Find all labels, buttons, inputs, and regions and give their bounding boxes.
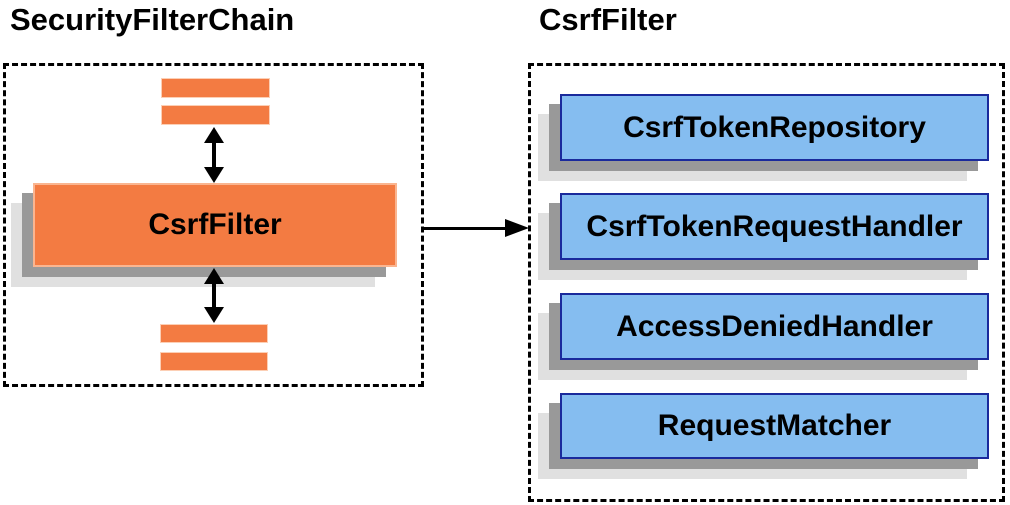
arrowhead-right xyxy=(505,219,529,237)
bidirectional-arrow-top xyxy=(203,127,225,183)
csrf-token-repository-label: CsrfTokenRepository xyxy=(623,110,926,144)
csrf-filter-node: CsrfFilter xyxy=(33,183,397,267)
csrf-token-request-handler-node: CsrfTokenRequestHandler xyxy=(560,193,989,260)
security-filter-chain-title: SecurityFilterChain xyxy=(10,2,295,37)
arrowhead-up xyxy=(204,268,224,284)
csrf-token-repository-node: CsrfTokenRepository xyxy=(560,94,989,161)
bidirectional-arrow-bottom xyxy=(203,268,225,323)
arrowhead-up xyxy=(204,127,224,143)
arrowhead-down xyxy=(204,167,224,183)
filter-placeholder-bar xyxy=(160,352,268,371)
csrf-filter-container xyxy=(528,63,1005,502)
arrowhead-down xyxy=(204,307,224,323)
filter-placeholder-bar xyxy=(160,324,268,343)
csrf-filter-node-label: CsrfFilter xyxy=(148,208,282,241)
request-matcher-label: RequestMatcher xyxy=(657,409,892,442)
arrow-shaft xyxy=(212,138,216,172)
csrf-filter-title: CsrfFilter xyxy=(539,2,677,37)
arrow-shaft xyxy=(212,279,216,312)
csrf-token-request-handler-label: CsrfTokenRequestHandler xyxy=(586,209,963,243)
request-matcher-node: RequestMatcher xyxy=(560,393,989,459)
filter-placeholder-bar xyxy=(161,105,270,125)
arrow-shaft xyxy=(424,227,508,230)
filter-placeholder-bar xyxy=(161,78,270,98)
access-denied-handler-label: AccessDeniedHandler xyxy=(616,309,933,343)
security-filter-chain-container xyxy=(3,63,424,387)
access-denied-handler-node: AccessDeniedHandler xyxy=(560,293,989,360)
